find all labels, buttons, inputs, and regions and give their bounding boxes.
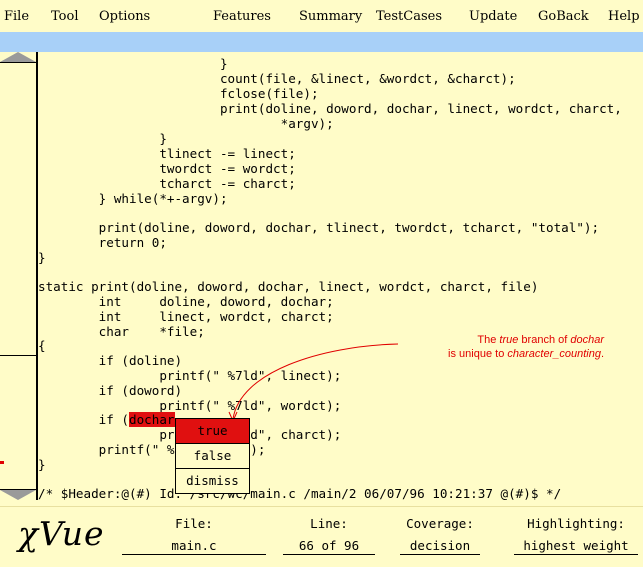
coverage-label: Coverage: xyxy=(406,516,474,531)
annotation-text: . xyxy=(600,348,604,360)
branch-popup-menu: true false dismiss xyxy=(175,418,250,494)
highlighting-label: Highlighting: xyxy=(527,516,625,531)
scroll-thumb-edge[interactable] xyxy=(0,355,36,356)
popup-item-false[interactable]: false xyxy=(176,443,249,468)
code-line: return 0; xyxy=(38,235,167,250)
coverage-marker xyxy=(0,461,4,464)
gutter-divider xyxy=(0,489,36,490)
status-divider xyxy=(122,554,266,555)
code-line: twordct -= wordct; xyxy=(38,161,296,176)
menu-features[interactable]: Features xyxy=(213,9,271,24)
code-view[interactable]: } count(file, &linect, &wordct, &charct)… xyxy=(38,54,638,501)
annotation-callout: The true branch of dochar is unique to c… xyxy=(372,333,604,361)
menu-options[interactable]: Options xyxy=(99,9,151,24)
code-line: int doline, doword, dochar; xyxy=(38,294,334,309)
code-line: printf(" %7ld", linect); xyxy=(38,368,342,383)
menu-help[interactable]: Help xyxy=(608,9,640,24)
code-line: } xyxy=(38,131,167,146)
status-divider xyxy=(400,554,480,555)
line-value: 66 of 96 xyxy=(298,538,360,553)
gutter-divider xyxy=(0,62,36,63)
code-line: { xyxy=(38,338,46,353)
menu-goback[interactable]: GoBack xyxy=(538,9,589,24)
coverage-value[interactable]: decision xyxy=(409,538,471,553)
code-line: count(file, &linect, &wordct, &charct); xyxy=(38,71,516,86)
toolbar-band xyxy=(0,32,643,52)
code-line: int linect, wordct, charct; xyxy=(38,309,334,324)
code-line: } xyxy=(38,250,46,265)
gutter-border xyxy=(36,52,38,500)
annotation-text: The xyxy=(477,334,500,346)
code-line: printf(" %7ld", wordct); xyxy=(38,398,342,413)
menu-bar: File Tool Options Features Summary TestC… xyxy=(0,0,643,32)
status-divider xyxy=(514,554,638,555)
code-line: } xyxy=(38,457,46,472)
code-line: tcharct -= charct; xyxy=(38,176,296,191)
annotation-text: true xyxy=(499,334,519,346)
popup-item-true[interactable]: true xyxy=(176,419,249,443)
highlighted-decision-dochar[interactable]: dochar xyxy=(129,412,175,427)
file-label: File: xyxy=(175,516,213,531)
menu-summary[interactable]: Summary xyxy=(299,9,363,24)
code-line: fclose(file); xyxy=(38,86,319,101)
status-bar xyxy=(0,506,643,567)
status-divider xyxy=(283,554,375,555)
code-line: tlinect -= linect; xyxy=(38,146,296,161)
line-label: Line: xyxy=(310,516,348,531)
app-logo: χVue xyxy=(18,514,105,553)
code-line-prefix: if ( xyxy=(38,412,129,427)
code-line: if (doword) xyxy=(38,383,183,398)
popup-item-dismiss[interactable]: dismiss xyxy=(176,468,249,493)
code-line: static print(doline, doword, dochar, lin… xyxy=(38,279,539,294)
code-line: /* $Header:@(#) Id: /src/wc/main.c /main… xyxy=(38,486,562,501)
code-line: } xyxy=(38,56,228,71)
annotation-text: character_counting xyxy=(507,348,601,360)
annotation-text: branch of xyxy=(518,334,571,346)
menu-testcases[interactable]: TestCases xyxy=(376,9,442,24)
menu-tool[interactable]: Tool xyxy=(51,9,79,24)
menu-update[interactable]: Update xyxy=(469,9,518,24)
code-line: print(doline, doword, dochar, linect, wo… xyxy=(38,101,622,116)
code-line: char *file; xyxy=(38,324,205,339)
code-line: print(doline, doword, dochar, tlinect, t… xyxy=(38,220,600,235)
annotation-text: dochar xyxy=(570,334,604,346)
file-value: main.c xyxy=(171,538,217,553)
code-line: *argv); xyxy=(38,116,334,131)
code-line: if (dochar xyxy=(38,412,175,427)
scroll-up-arrow-icon[interactable] xyxy=(0,52,36,62)
annotation-text: is unique to xyxy=(448,348,508,360)
code-line: if (doline) xyxy=(38,353,183,368)
menu-file[interactable]: File xyxy=(4,9,30,24)
highlighting-value[interactable]: highest weight xyxy=(523,538,629,553)
scroll-down-arrow-icon[interactable] xyxy=(0,490,36,500)
code-line: } while(*+-argv); xyxy=(38,191,228,206)
scroll-gutter[interactable] xyxy=(0,52,36,500)
